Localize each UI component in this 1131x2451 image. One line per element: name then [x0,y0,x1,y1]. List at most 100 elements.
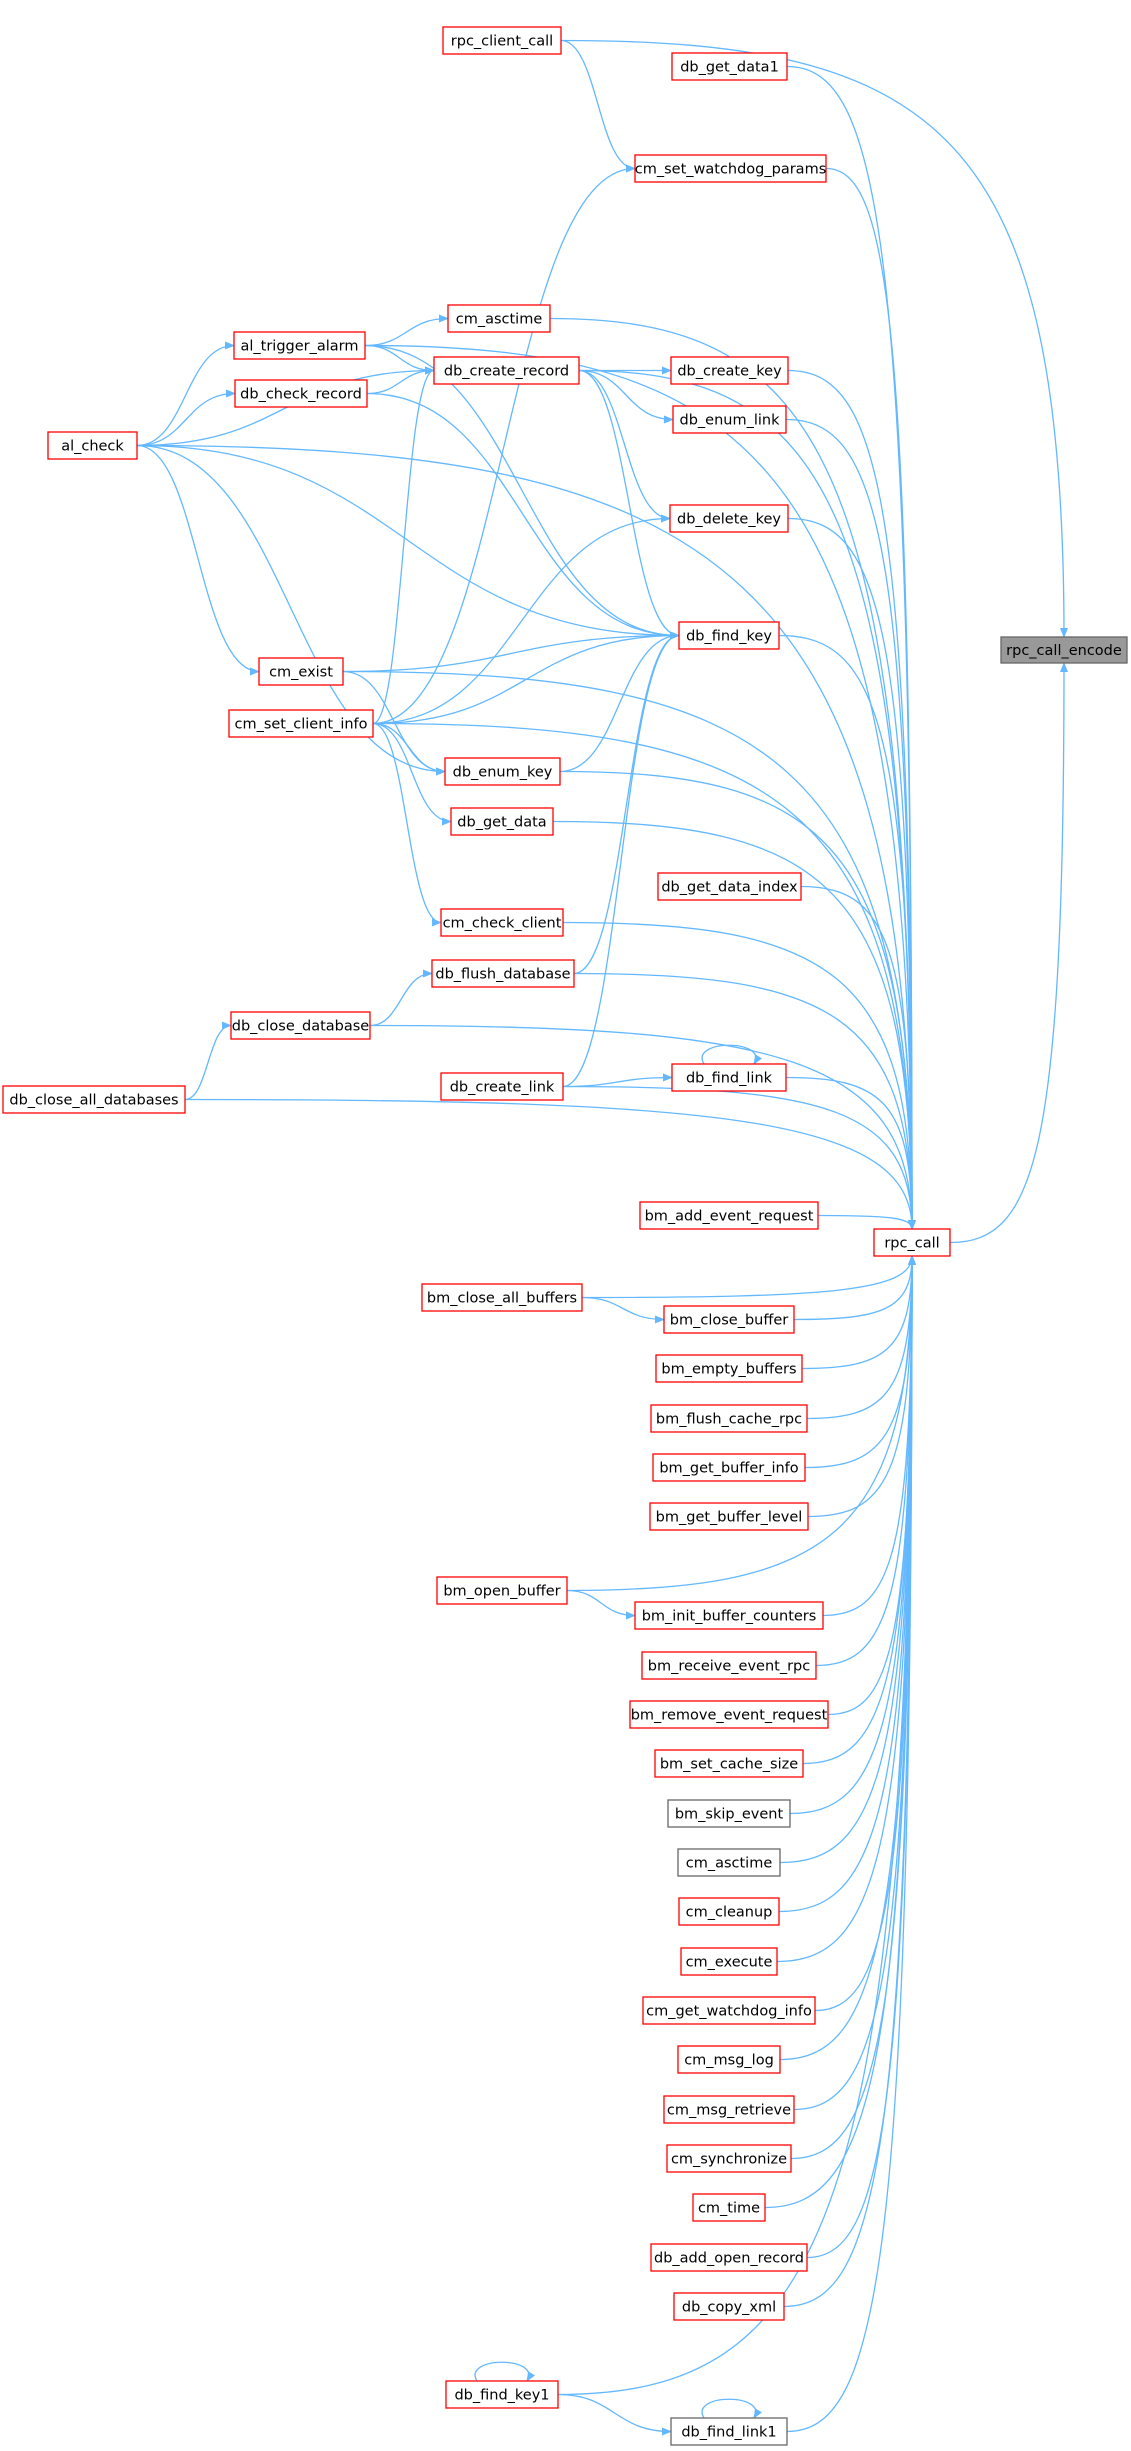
node-box [671,1063,787,1092]
node-label: al_trigger_alarm [240,339,358,355]
node-bm-add-event-request[interactable]: bm_add_event_request [639,1201,819,1230]
edge-cm_set_client_info-to-db_create_record [372,366,435,725]
edge-al_check-to-db_enum_key [136,444,446,776]
node-label: cm_execute [686,1955,773,1971]
edge-al_trigger_alarm-to-cm_asctime_r [364,314,449,347]
node-bm-close-buffer[interactable]: bm_close_buffer [663,1305,795,1334]
node-db-find-link1[interactable]: db_find_link1 [670,2417,788,2446]
node-db-create-link[interactable]: db_create_link [440,1072,564,1101]
edge-db_find_link-to-rpc_call [785,1076,916,1230]
node-cm-check-client[interactable]: cm_check_client [440,908,564,937]
edge-db_get_data1-to-rpc_call [786,65,916,1230]
node-bm-receive-event-rpc[interactable]: bm_receive_event_rpc [641,1651,817,1680]
node-cm-execute[interactable]: cm_execute [680,1947,778,1976]
node-bm-skip-event[interactable]: bm_skip_event [667,1799,791,1828]
node-label: bm_skip_event [675,1807,784,1823]
node-bm-set-cache-size[interactable]: bm_set_cache_size [654,1749,804,1778]
node-db-delete-key[interactable]: db_delete_key [669,504,789,533]
node-bm-flush-cache-rpc[interactable]: bm_flush_cache_rpc [650,1404,808,1433]
node-db-get-data[interactable]: db_get_data [450,807,554,836]
edge-bm_close_all_buffers-to-bm_close_buffer [581,1296,665,1324]
node-label: bm_get_buffer_level [656,1510,803,1526]
node-cm-get-watchdog-info[interactable]: cm_get_watchdog_info [642,1996,816,2025]
node-db-create-record[interactable]: db_create_record [433,356,580,385]
node-db-create-key[interactable]: db_create_key [670,356,789,385]
node-db-flush-database[interactable]: db_flush_database [431,959,575,988]
node-cm-asctime-r[interactable]: cm_asctime [447,304,551,333]
edge-al_check-to-cm_exist [136,444,260,676]
node-rpc-call[interactable]: rpc_call [873,1228,951,1257]
node-label: db_create_key [677,364,782,380]
node-label: db_find_link1 [681,2425,776,2441]
node-box [677,1848,781,1877]
node-db-enum-link[interactable]: db_enum_link [672,405,787,434]
node-db-find-link[interactable]: db_find_link [671,1063,787,1092]
node-rpc-client-call[interactable]: rpc_client_call [442,26,562,55]
node-box [671,52,788,81]
node-box [657,872,802,901]
node-label: db_enum_link [680,413,781,429]
node-cm-msg-retrieve[interactable]: cm_msg_retrieve [663,2095,795,2124]
edge-db_check_record-to-db_find_key [366,392,680,640]
edge-cm_check_client-to-rpc_call [562,921,916,1230]
edge-db_create_link-to-db_find_key [562,631,680,1088]
node-db-close-all-databases[interactable]: db_close_all_databases [2,1085,186,1114]
node-db-check-record[interactable]: db_check_record [234,379,368,408]
edge-db_check_record-to-db_create_record [366,366,435,395]
node-bm-close-all-buffers[interactable]: bm_close_all_buffers [421,1283,583,1312]
node-label: cm_set_watchdog_params [635,162,827,178]
node-cm-cleanup[interactable]: cm_cleanup [678,1897,780,1926]
edge-bm_open_buffer-to-bm_init_buffer_counters [566,1589,636,1620]
node-bm-open-buffer[interactable]: bm_open_buffer [436,1576,568,1605]
node-bm-empty-buffers[interactable]: bm_empty_buffers [655,1354,803,1383]
node-bm-init-buffer-counters[interactable]: bm_init_buffer_counters [634,1601,824,1630]
node-box [634,154,827,183]
edge-db_find_link1-to-db_find_link1 [701,2398,763,2419]
node-box [440,908,564,937]
node-box [47,431,138,460]
node-label: bm_close_buffer [670,1313,788,1329]
edge-cm_set_client_info-to-rpc_call [372,722,916,1230]
node-label: rpc_client_call [451,34,553,50]
node-box [649,1502,809,1531]
node-label: db_delete_key [677,512,781,528]
node-db-get-data-index[interactable]: db_get_data_index [657,872,802,901]
node-cm-msg-log[interactable]: cm_msg_log [677,2045,781,2074]
node-box [670,2417,788,2446]
node-db-enum-key[interactable]: db_enum_key [444,757,561,786]
edge-db_find_link1-to-rpc_call [786,1255,916,2433]
node-db-copy-xml[interactable]: db_copy_xml [673,2292,785,2321]
node-box [433,356,580,385]
node-bm-remove-event-request[interactable]: bm_remove_event_request [629,1700,829,1729]
node-db-get-data1[interactable]: db_get_data1 [671,52,788,81]
node-al-trigger-alarm[interactable]: al_trigger_alarm [233,331,366,360]
node-label: rpc_call [884,1236,939,1252]
node-cm-synchronize[interactable]: cm_synchronize [666,2144,792,2173]
node-box [673,2292,785,2321]
edge-cm_set_client_info-to-cm_set_watchdog_params [372,164,636,725]
node-db-find-key1[interactable]: db_find_key1 [445,2380,559,2409]
edge-al_check-to-db_find_key [136,444,680,640]
node-db-add-open-record[interactable]: db_add_open_record [650,2243,808,2272]
node-label: cm_exist [269,665,333,681]
node-db-close-database[interactable]: db_close_database [230,1011,371,1040]
edge-cm_time-to-rpc_call [764,1255,916,2209]
node-cm-set-client-info[interactable]: cm_set_client_info [228,709,374,738]
node-rpc-call-encode[interactable]: rpc_call_encode [1000,636,1128,664]
node-cm-exist[interactable]: cm_exist [258,657,344,686]
node-cm-set-watchdog-params[interactable]: cm_set_watchdog_params [634,154,827,183]
node-al-check[interactable]: al_check [47,431,138,460]
node-cm-time[interactable]: cm_time [692,2193,766,2222]
node-box [421,1283,583,1312]
edge-cm_exist-to-rpc_call [342,670,916,1230]
edge-bm_close_buffer-to-rpc_call [793,1255,916,1321]
node-label: db_get_data_index [661,880,798,896]
node-cm-asctime-b[interactable]: cm_asctime [677,1848,781,1877]
node-bm-get-buffer-level[interactable]: bm_get_buffer_level [649,1502,809,1531]
node-box [431,959,575,988]
node-bm-get-buffer-info[interactable]: bm_get_buffer_info [652,1453,806,1482]
node-label: rpc_call_encode [1006,643,1122,659]
node-db-find-key[interactable]: db_find_key [678,621,780,650]
edge-al_check-to-db_create_record [136,366,435,447]
